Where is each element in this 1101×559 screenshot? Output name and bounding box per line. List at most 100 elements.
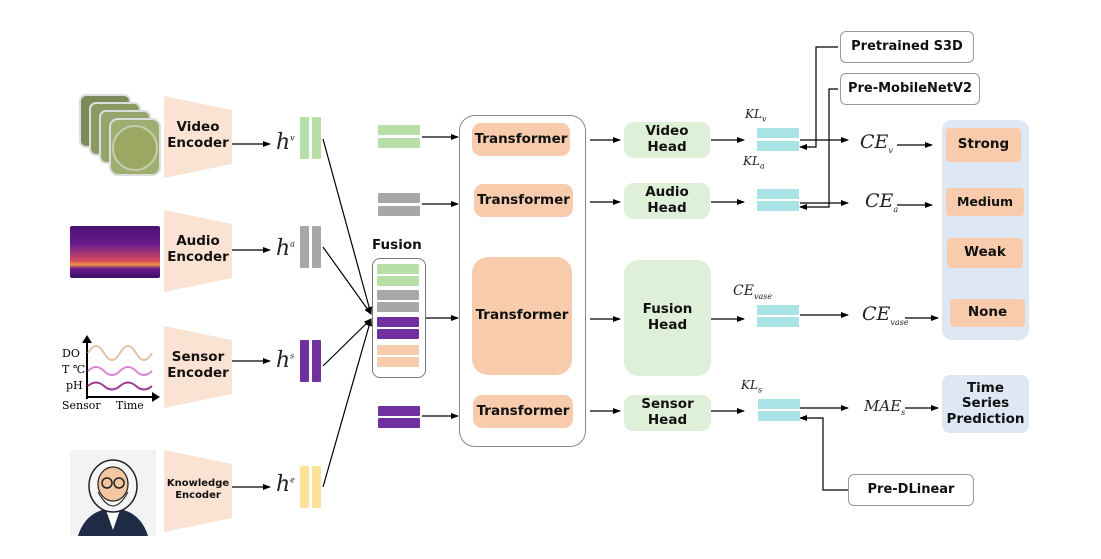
time-series-label-2: Series — [961, 395, 1010, 412]
feature-he-bar-2 — [312, 466, 321, 508]
video-encoder-label-1: Video — [176, 119, 220, 135]
feature-he-label: he — [276, 472, 295, 497]
line-s3d-feedback — [799, 46, 838, 150]
transformer-container — [459, 115, 586, 447]
video-encoder-label-2: Encoder — [167, 134, 229, 151]
sensor-xlabel-sensor: Sensor — [62, 399, 101, 412]
audio-output-2 — [757, 201, 799, 211]
video-frames-icon — [78, 93, 164, 183]
loss-ce-a: CEa — [865, 190, 899, 214]
audio-token-2 — [378, 206, 420, 216]
knowledge-encoder-label-1: Knowledge — [166, 478, 230, 489]
expert-portrait-icon — [70, 450, 156, 536]
class-medium: Medium — [946, 188, 1024, 216]
fusion-token-sensor-1 — [377, 317, 419, 327]
fusion-title: Fusion — [372, 237, 422, 253]
loss-kl-v: KLv — [745, 107, 767, 124]
loss-ce-v: CEv — [860, 131, 893, 155]
video-output-1 — [757, 128, 799, 138]
fusion-head-label-1: Fusion — [642, 301, 693, 318]
pre-mobilenetv2-box: Pre-MobileNetV2 — [840, 73, 980, 105]
class-strong: Strong — [946, 128, 1021, 162]
line-ha-fusion — [322, 246, 372, 315]
fusion-stack — [372, 258, 426, 378]
fusion-token-audio-2 — [377, 302, 419, 312]
sensor-head-label-1: Sensor — [641, 396, 694, 413]
feature-hv-bar-1 — [300, 117, 309, 159]
feature-ha-bar-2 — [312, 226, 321, 268]
fusion-token-sensor-2 — [377, 329, 419, 339]
pretrained-s3d-box: Pretrained S3D — [840, 31, 974, 63]
feature-he-bar-1 — [300, 466, 309, 508]
fusion-token-video-2 — [377, 276, 419, 286]
fusion-head-label-2: Head — [647, 317, 688, 333]
feature-hv-bar-2 — [312, 117, 321, 159]
fusion-token-knowledge-2 — [377, 357, 419, 367]
knowledge-encoder-label-2: Encoder — [175, 489, 221, 501]
loss-ce-vase-top: CEvase — [733, 283, 773, 301]
video-output-2 — [757, 141, 799, 151]
video-token-2 — [378, 138, 420, 148]
sensor-output-1 — [758, 399, 800, 409]
fusion-output-2 — [757, 317, 799, 327]
line-hv-fusion — [322, 138, 373, 315]
sensor-label-temp: T ℃ — [62, 363, 86, 376]
time-series-label-1: Time — [966, 379, 1005, 396]
sensor-token-1 — [378, 406, 420, 416]
video-token-1 — [378, 125, 420, 135]
audio-output-1 — [757, 189, 799, 199]
transformer-fusion: Transformer — [472, 257, 572, 375]
audio-head-label-2: Head — [647, 200, 687, 216]
loss-ce-vase: CEvase — [862, 303, 909, 327]
audio-encoder-label-2: Encoder — [167, 248, 229, 265]
spectrogram-icon — [70, 226, 160, 278]
sensor-encoder-label-1: Sensor — [171, 349, 225, 365]
audio-head-label-1: Audio — [645, 184, 689, 201]
sensor-encoder-label-2: Encoder — [167, 364, 229, 381]
sensor-xlabel-time: Time — [116, 399, 144, 412]
sensor-output-2 — [758, 411, 800, 421]
audio-encoder-label-1: Audio — [176, 233, 220, 249]
fusion-token-video-1 — [377, 264, 419, 274]
video-head-label-2: Head — [647, 139, 687, 155]
feature-hv-label: hv — [276, 130, 295, 155]
sensor-label-do: DO — [62, 347, 80, 360]
loss-mae-s: MAEs — [864, 397, 906, 417]
loss-kl-s: KLs — [741, 378, 763, 395]
transformer-video: Transformer — [472, 123, 570, 156]
audio-token-1 — [378, 193, 420, 203]
line-he-fusion — [322, 318, 372, 488]
sensor-chart-icon: DO T ℃ pH Sensor Time — [60, 333, 160, 415]
feature-ha-bar-1 — [300, 226, 309, 268]
pre-dlinear-box: Pre-DLinear — [848, 474, 974, 506]
feature-hs-bar-1 — [300, 340, 309, 382]
class-none: None — [950, 299, 1025, 327]
class-weak: Weak — [947, 238, 1023, 268]
sensor-label-ph: pH — [66, 379, 83, 392]
sensor-head-label-2: Head — [647, 412, 688, 428]
feature-ha-label: ha — [276, 236, 295, 261]
line-mobilenet-feedback — [799, 88, 838, 210]
line-dlinear-feedback — [799, 415, 848, 491]
fusion-token-audio-1 — [377, 290, 419, 300]
feature-hs-label: hs — [276, 348, 295, 373]
fusion-token-knowledge-1 — [377, 345, 419, 355]
transformer-sensor: Transformer — [473, 395, 573, 428]
line-hs-fusion — [322, 318, 372, 367]
video-head-label-1: Video — [645, 123, 689, 140]
fusion-output-1 — [757, 305, 799, 315]
transformer-audio: Transformer — [474, 184, 573, 217]
loss-kl-a: KLa — [743, 154, 765, 171]
feature-hs-bar-2 — [312, 340, 321, 382]
sensor-token-2 — [378, 418, 420, 428]
